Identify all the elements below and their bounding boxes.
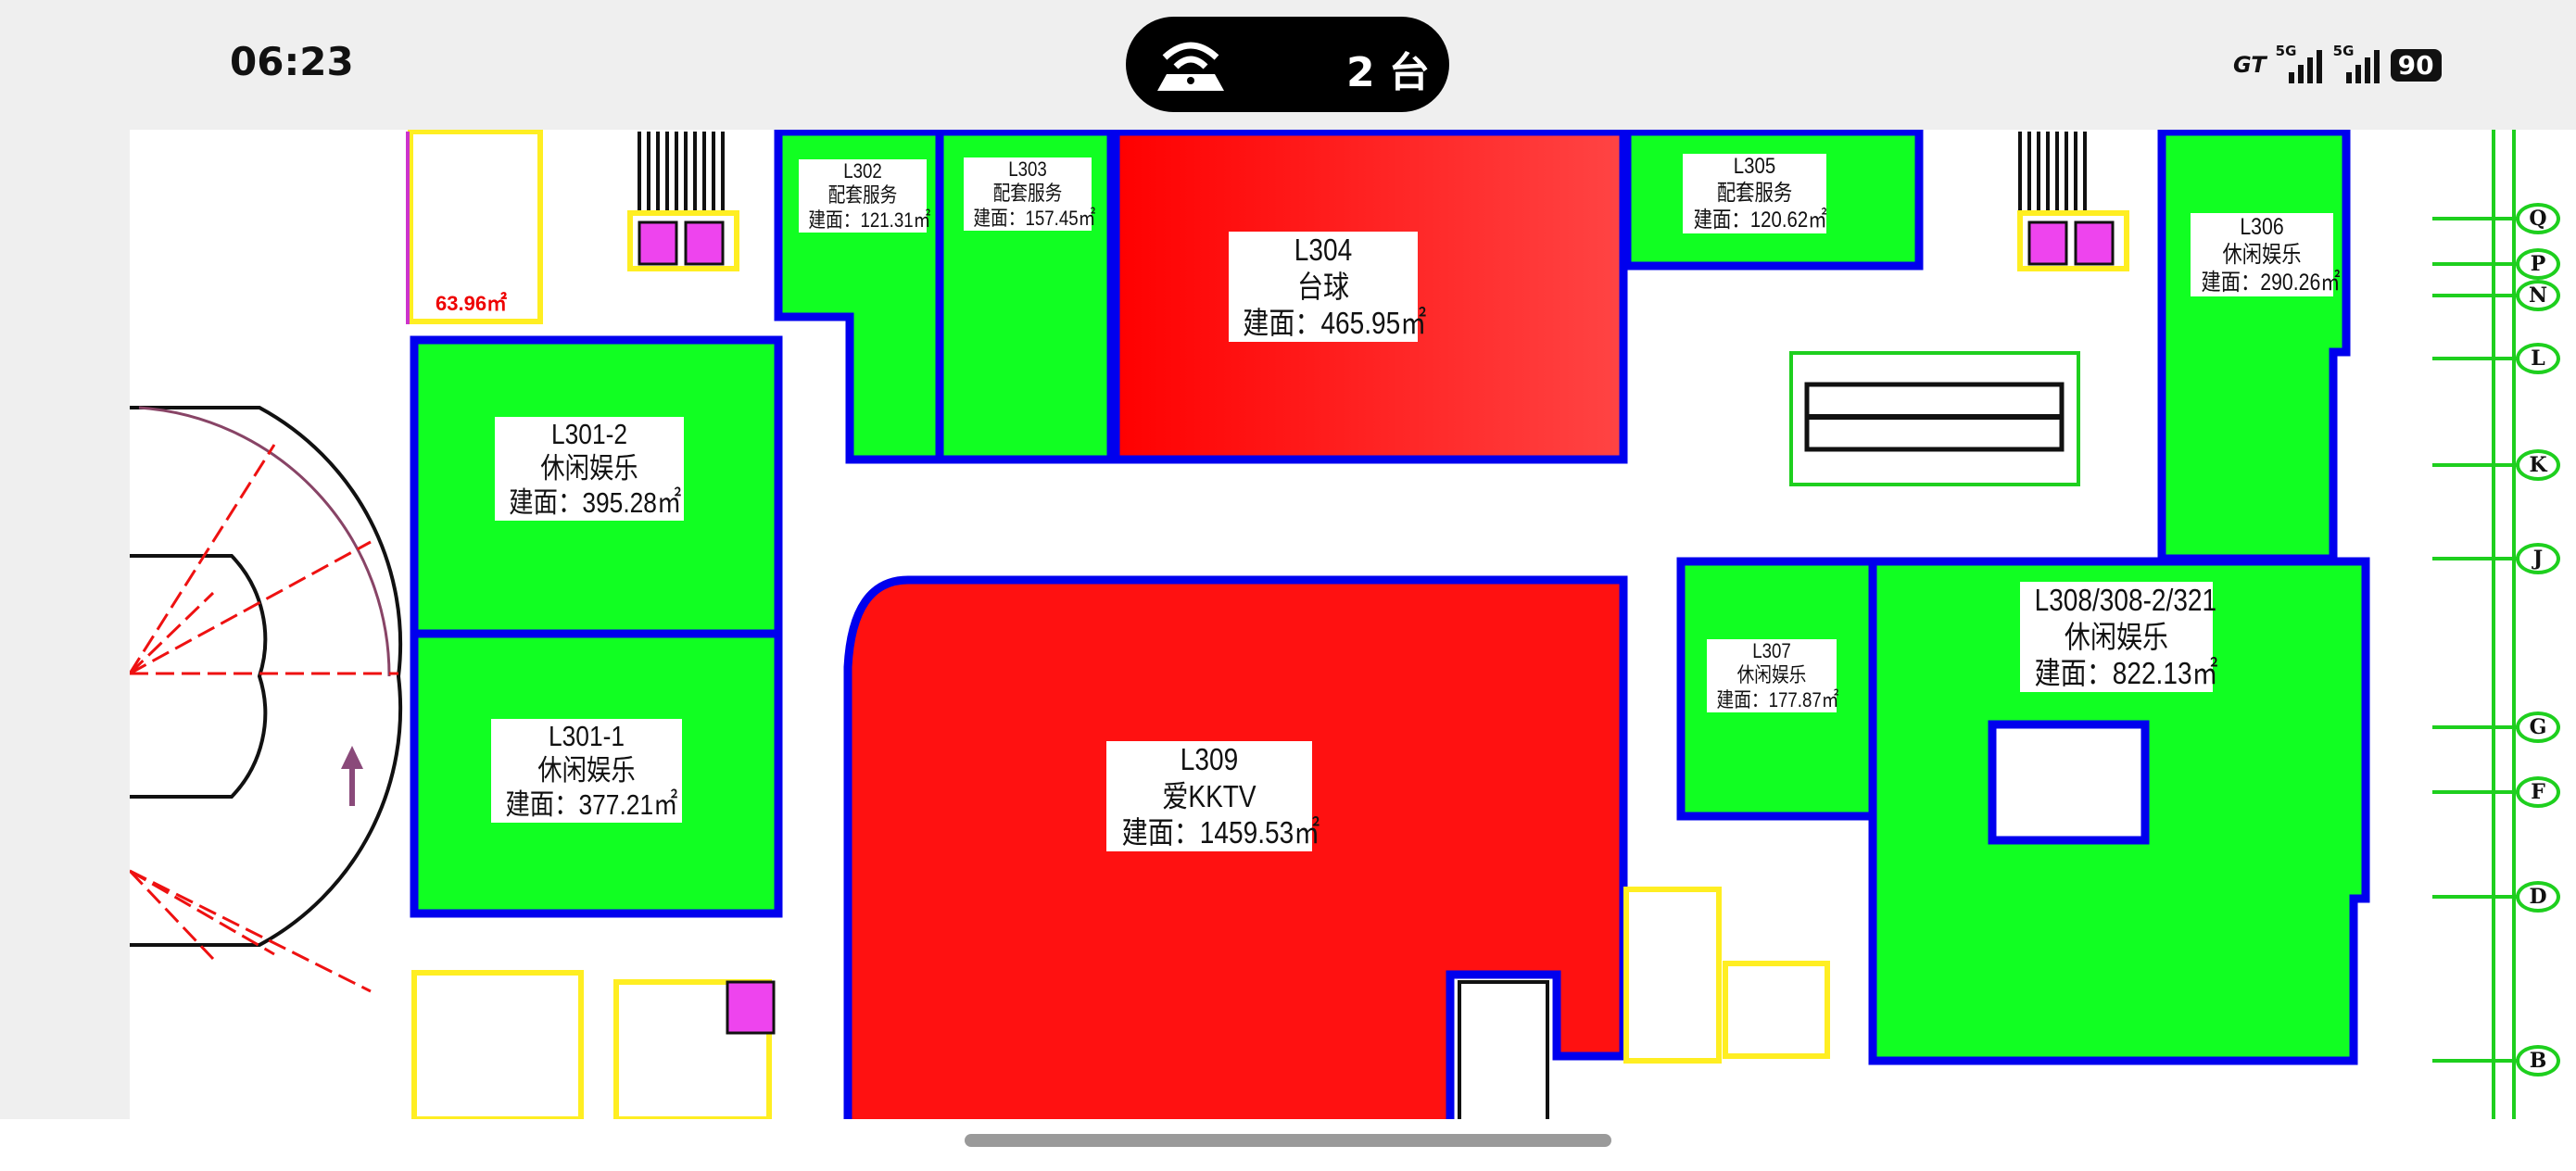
status-bar: 06:23 2 台 GT 5G 5G 90 xyxy=(0,0,2576,130)
unit-use: 休闲娱乐 xyxy=(1736,663,1807,687)
unit-area: 建面：290.26㎡ xyxy=(2201,270,2341,296)
grid-axis-label: F xyxy=(2516,776,2560,808)
unit-use: 休闲娱乐 xyxy=(537,754,636,787)
hotspot-pill[interactable]: 2 台 xyxy=(1126,17,1449,112)
unit-area: 建面：120.62㎡ xyxy=(1693,207,1827,233)
unit-use: 休闲娱乐 xyxy=(2222,242,2302,268)
unit-area: 建面：121.31㎡ xyxy=(808,208,931,232)
unit-area: 建面：377.21㎡ xyxy=(505,788,678,822)
unit-area: 建面：395.28㎡ xyxy=(509,486,682,520)
grid-axis-label: J xyxy=(2516,543,2560,574)
unit-id: L301-2 xyxy=(550,418,628,450)
unit-use: 爱KKTV xyxy=(1162,778,1256,813)
unit-use: 台球 xyxy=(1296,269,1350,304)
unit-id: L305 xyxy=(1733,154,1776,179)
network-type-label: 5G xyxy=(2275,43,2297,59)
unit-id: L302 xyxy=(843,159,882,183)
room-area-label: 63.96㎡ xyxy=(436,292,508,315)
grid-axis-label: K xyxy=(2516,449,2560,481)
unit-use: 配套服务 xyxy=(1716,180,1793,206)
network-type-label: 5G xyxy=(2332,43,2355,59)
unit-id: L303 xyxy=(1008,157,1047,181)
unit-id: L301-1 xyxy=(548,720,625,752)
unit-area: 建面：1459.53㎡ xyxy=(1121,815,1320,850)
unit-use: 休闲娱乐 xyxy=(2064,619,2169,654)
grid-axis-label: D xyxy=(2516,881,2560,913)
carrier-badge: GT xyxy=(2233,52,2267,78)
grid-axis-label: N xyxy=(2516,280,2560,311)
clock: 06:23 xyxy=(230,39,354,84)
unit-id: L308/308-2/321 xyxy=(2034,583,2217,617)
signal-icon: 5G xyxy=(2275,43,2324,83)
grid-axis-label: B xyxy=(2516,1045,2560,1077)
unit-id: L307 xyxy=(1752,639,1791,662)
hotspot-icon xyxy=(1157,42,1224,91)
unit-area: 建面：157.45㎡ xyxy=(973,206,1096,230)
grid-axis-label: L xyxy=(2516,343,2560,374)
home-indicator[interactable] xyxy=(965,1134,1611,1147)
unit-id: L309 xyxy=(1180,742,1239,776)
unit-area: 建面：465.95㎡ xyxy=(1243,306,1427,341)
unit-use: 配套服务 xyxy=(992,182,1063,206)
device-count: 2 台 xyxy=(1346,49,1430,96)
unit-id: L306 xyxy=(2240,214,2284,240)
unit-use: 休闲娱乐 xyxy=(540,452,638,485)
system-icons: GT 5G 5G 90 xyxy=(2233,43,2442,87)
unit-id: L304 xyxy=(1294,233,1353,267)
grid-axis-label: G xyxy=(2516,711,2560,743)
signal-icon: 5G xyxy=(2332,43,2381,83)
grid-axis-label: Q xyxy=(2516,203,2560,234)
unit-use: 配套服务 xyxy=(827,183,898,208)
unit-area: 建面：177.87㎡ xyxy=(1716,687,1839,711)
battery-icon: 90 xyxy=(2390,48,2442,82)
floor-plan-drawing xyxy=(130,130,2539,1119)
unit-area: 建面：822.13㎡ xyxy=(2034,656,2218,691)
grid-axis-label: P xyxy=(2516,248,2560,280)
